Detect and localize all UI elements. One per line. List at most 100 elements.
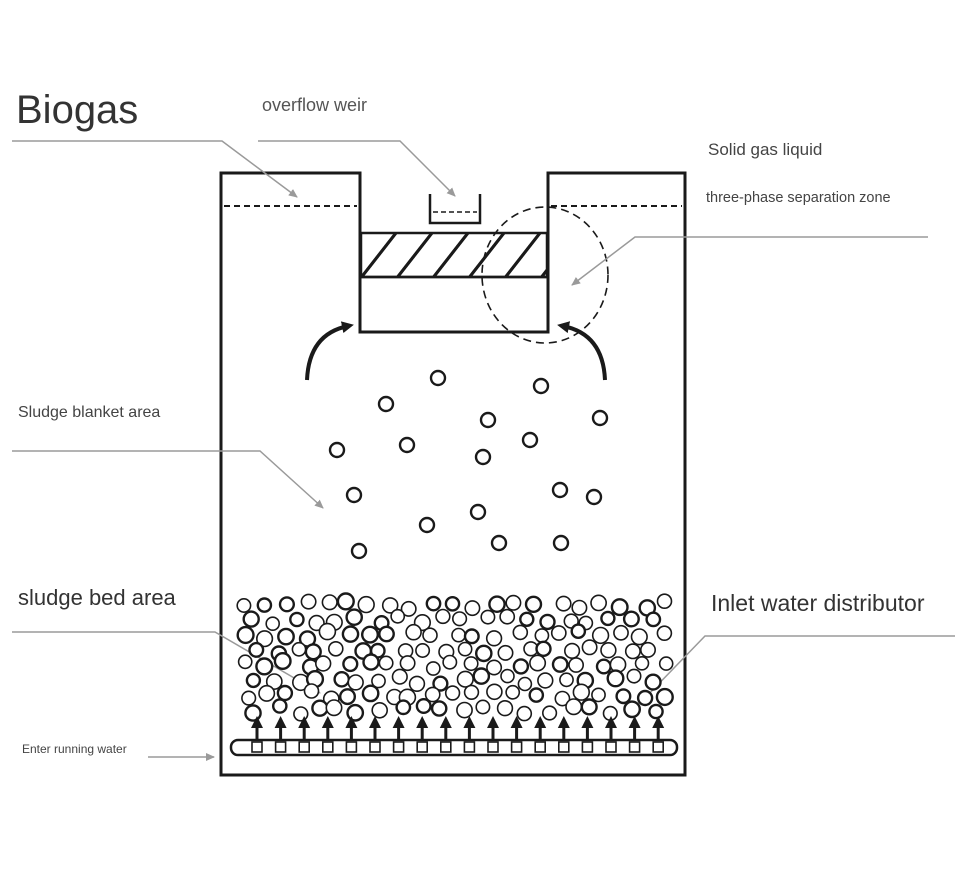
sludge-particle [321,594,338,611]
sludge-particle [505,594,522,611]
sludge-particle [541,705,558,721]
distributor-nozzle [298,741,311,753]
sludge-particle [291,641,307,657]
sludge-particle [580,698,598,716]
sludge-particle [342,655,359,673]
sludge-particle [390,608,406,624]
sludge-particle [464,600,481,617]
sludge-particle [444,685,461,701]
sludge-particle [347,674,364,691]
distributor-nozzle [510,741,523,753]
sludge-particle [552,534,570,552]
inflow-arrow-head [628,716,641,728]
sludge-particle [539,613,556,631]
sludge-particle [236,625,255,645]
sludge-particle [357,595,375,614]
sludge-particle [485,630,503,647]
distributor-nozzle [416,741,429,753]
reactor-wall [219,171,687,777]
sludge-particle [277,627,295,646]
sludge-particle [645,611,662,628]
sludge-particle [328,441,346,459]
inflow-arrow-head [557,716,570,728]
sludge-particle [377,395,395,413]
distributor-nozzle [652,741,665,753]
sludge-particle [422,627,438,644]
sludge-particle [236,597,252,613]
sludge-particle [521,431,539,449]
sludge-particle [371,701,389,719]
sludge-particle [300,593,317,610]
flow-arrow-right [557,321,607,381]
sludge-particle [255,657,274,676]
sludge-particle [516,705,533,722]
sludge-particle [452,611,468,627]
sludge-particle [568,657,584,673]
sludge-particle [273,652,292,671]
inflow-arrow-head [251,716,263,728]
sludge-particle [497,644,514,661]
sludge-particle [600,641,617,659]
sludge-particle [333,671,351,688]
sludge-particle [529,654,547,672]
sludge-particle [474,644,493,663]
sludge-particle [424,686,441,703]
sludge-particle [400,600,417,617]
sludge-particle [303,683,320,699]
sludge-particle [341,625,360,643]
sludge-particle [565,698,583,716]
sludge-particle [237,654,253,670]
flow-arrow-left [305,321,354,381]
inlet-water-distributor [229,716,679,757]
sludge-particle [622,610,640,628]
distributor-nozzle [369,741,381,753]
sludge-particle [624,643,641,660]
sludge-particle [405,623,422,641]
distributor-nozzle [487,741,499,753]
sludge-particle [591,409,609,427]
sludge-particle [378,625,395,643]
sludge-particle [463,656,479,672]
sludge-particle [451,627,466,643]
distributor-nozzle [345,741,358,753]
sludge-particle [256,630,274,648]
sludge-particle [244,704,262,722]
sludge-particle [486,659,503,676]
sludge-particle [534,628,550,643]
sludge-particle [606,669,625,688]
sludge-particle [512,624,529,641]
sludge-particle [551,656,569,673]
sludge-particle [615,688,632,705]
label-sludge-bed: sludge bed area [18,585,176,610]
sludge-particle [571,599,588,616]
distributor-nozzle [534,741,547,753]
leader-three-phase [571,236,928,286]
sludge-particle [474,448,492,466]
sludge-particle [242,610,260,628]
inflow-arrow-head [369,716,381,728]
sludge-particle [456,701,473,719]
sludge-particle [559,672,574,688]
sludge-particle [289,611,305,628]
sludge-particle [644,673,662,691]
sludge-particle [425,661,441,676]
sludge-particle [570,623,587,640]
sludge-particle [563,642,581,660]
inflow-arrow-head [652,716,665,728]
sludge-particle [346,703,365,722]
sludge-particle [278,596,296,613]
sludge-particle [630,628,648,646]
sludge-particle [432,675,449,692]
sludge-particle [550,625,567,641]
distributor-nozzle [392,741,405,753]
sludge-particle [463,684,480,700]
sludge-particle [634,655,650,671]
sludge-particle [528,687,545,703]
sludge-particle [613,624,629,641]
separation-zone-circle [481,206,609,344]
label-three-phase-zone: three-phase separation zone [706,190,891,206]
sludge-particle [591,687,606,703]
sludge-particle [469,503,487,521]
sludge-particle [378,655,394,671]
sludge-particle [371,673,386,689]
